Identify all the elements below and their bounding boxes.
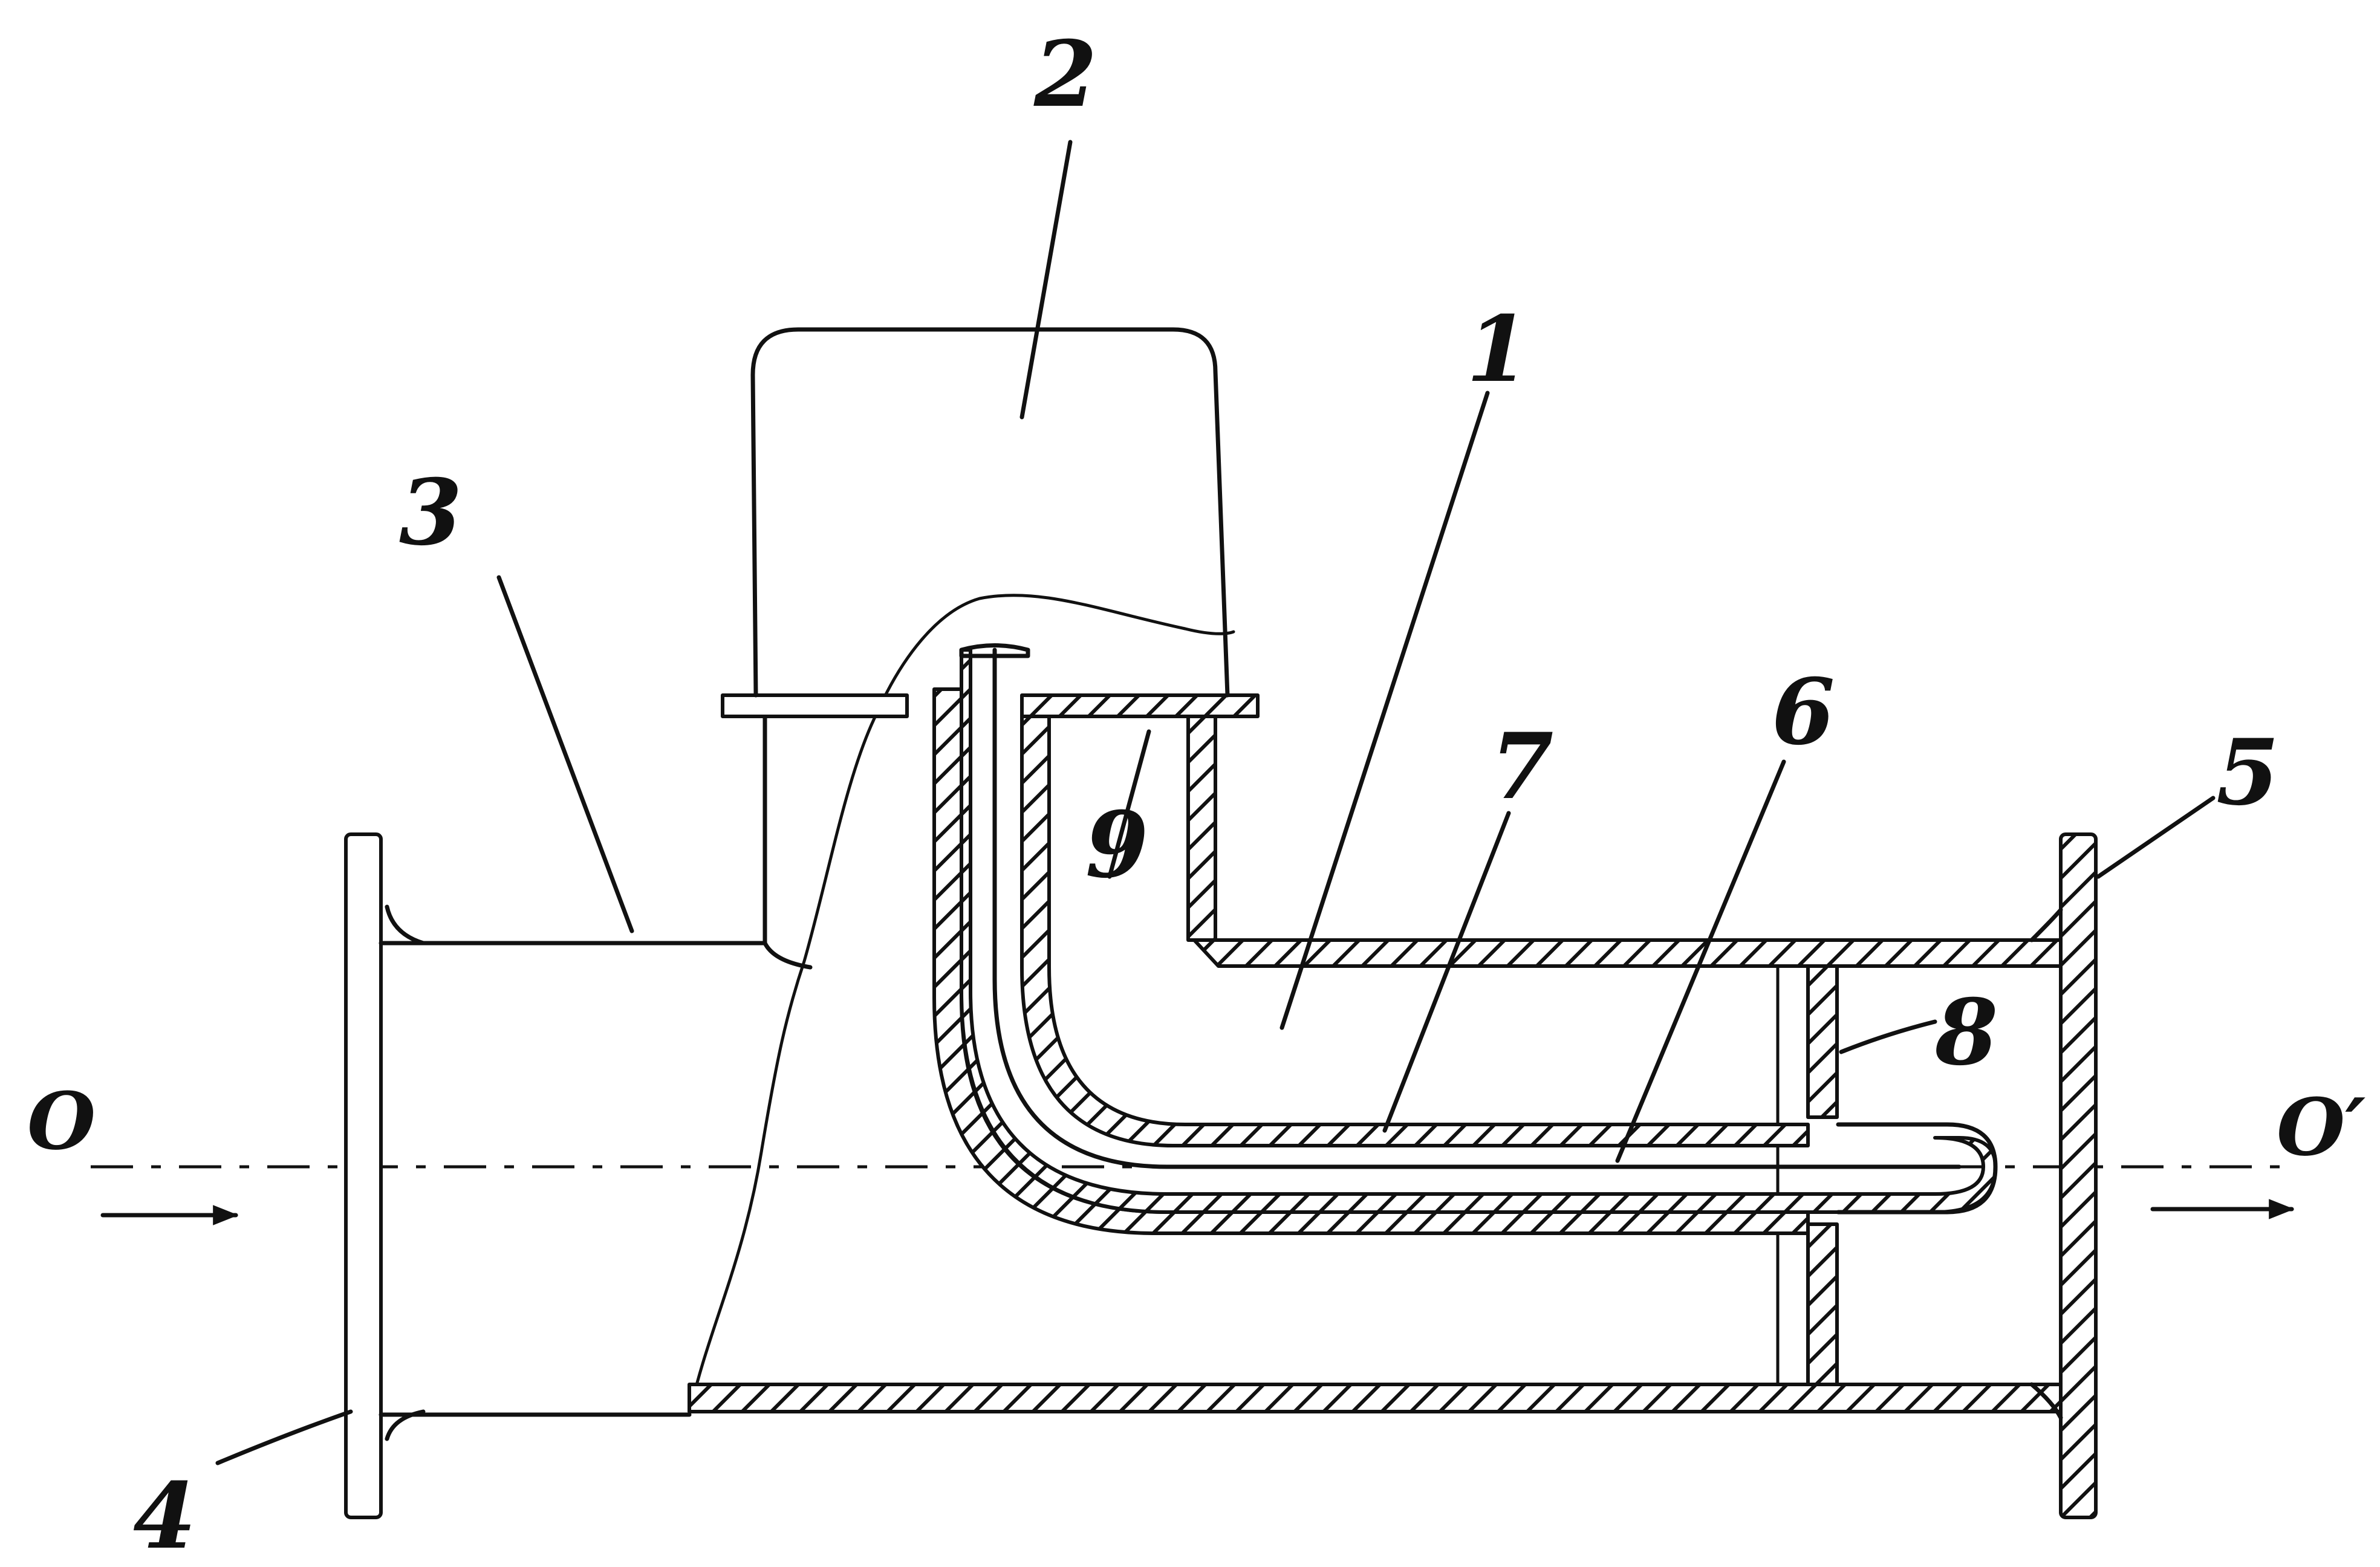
support-lower	[1806, 1222, 1839, 1386]
label-outlet: O′	[2277, 1081, 2366, 1173]
inlet-flange-weld-top	[385, 904, 426, 946]
mounting-plate-right	[1020, 693, 1260, 718]
leader-8	[1839, 1019, 1937, 1054]
leader-5	[2096, 796, 2216, 879]
leader-9	[1107, 729, 1151, 879]
leader-3	[496, 575, 634, 933]
label-3: 3	[399, 459, 462, 566]
cutaway-break-line	[688, 594, 1235, 1416]
inner-tube-wall	[960, 648, 1997, 1214]
inner-tube-top	[992, 647, 1962, 1169]
outer-tube-wall-upper	[1020, 715, 1810, 1147]
label-5: 5	[2216, 719, 2279, 826]
branch-housing-right-wall	[1186, 715, 1217, 942]
leader-2	[1019, 140, 1073, 420]
label-4: 4	[133, 1463, 196, 1567]
leader-4	[215, 1409, 353, 1465]
outlet-flange	[2059, 832, 2098, 1519]
label-2: 2	[1033, 21, 1097, 128]
label-9: 9	[1085, 792, 1148, 898]
mounting-plate-left	[721, 693, 909, 718]
inlet-flange	[344, 832, 383, 1519]
outer-pipe-top-wall	[1192, 938, 2063, 968]
label-6: 6	[1772, 659, 1835, 765]
leader-7	[1382, 811, 1511, 1133]
support-upper	[1806, 964, 1839, 1119]
label-inlet: O	[27, 1075, 96, 1167]
inner-tube-cap	[959, 643, 1030, 658]
inner-tube-end	[1836, 1122, 1998, 1215]
leader-6	[1615, 759, 1786, 1163]
outer-pipe-bottom-wall	[688, 1383, 2063, 1413]
outlet-weld-bottom	[2029, 1382, 2063, 1420]
label-7: 7	[1491, 713, 1553, 820]
outlet-weld-top	[2029, 907, 2063, 942]
label-8: 8	[1934, 979, 1998, 1086]
branch-housing-left	[762, 705, 813, 970]
actuator-head	[750, 327, 1230, 698]
leader-1	[1279, 391, 1490, 1030]
label-1: 1	[1466, 296, 1529, 403]
